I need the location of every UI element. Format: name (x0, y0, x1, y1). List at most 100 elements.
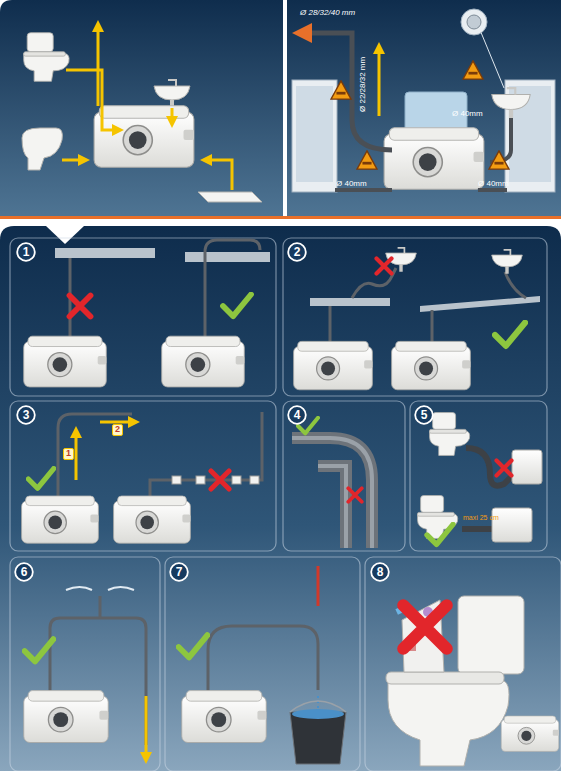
step-1-illustration (24, 240, 270, 387)
callout-number: 1 (63, 448, 74, 460)
step-2-illustration (505, 272, 526, 298)
top-right-panel (357, 151, 377, 169)
step-number-circle: 3 (16, 405, 36, 425)
step-3-illustration (150, 412, 262, 497)
step-2-illustration (310, 298, 390, 306)
step-number-circle: 8 (370, 562, 390, 582)
step-number: 6 (14, 562, 34, 582)
main-panel (46, 226, 84, 244)
step-5-illustration (430, 413, 470, 456)
step-7-illustration (290, 701, 346, 712)
top-right-panel (463, 61, 483, 79)
top-right-panel (296, 86, 333, 182)
top-right-panel (461, 9, 487, 35)
step-4-illustration (318, 466, 346, 548)
step-8-illustration (501, 716, 559, 751)
step-8-illustration (403, 605, 447, 649)
step-5-illustration (497, 461, 512, 476)
dimension-label: Ø 40mm (452, 110, 483, 119)
step-7-illustration (182, 691, 266, 743)
step-4-illustration (292, 438, 372, 548)
top-right-panel (467, 15, 481, 29)
step-3-illustration (250, 476, 259, 484)
step-3-illustration (114, 496, 191, 543)
top-left-panel (62, 159, 84, 162)
top-left-panel (24, 33, 69, 82)
step-5-illustration (418, 496, 458, 539)
main-panel (365, 557, 561, 771)
step-8-illustration (386, 672, 504, 684)
divider-line (0, 216, 561, 219)
step-number: 7 (169, 562, 189, 582)
step-1-illustration (55, 248, 155, 258)
step-8-illustration (388, 680, 509, 766)
step-5-illustration (462, 526, 492, 532)
top-left-panel (22, 128, 62, 170)
step-number: 8 (370, 562, 390, 582)
step-2-illustration (431, 310, 434, 342)
top-right-panel (335, 188, 392, 192)
step-number: 5 (414, 405, 434, 425)
step-7-illustration (292, 709, 344, 719)
step-7-illustration (317, 566, 320, 606)
step-4-illustration (348, 488, 362, 502)
step-3-illustration (75, 432, 78, 480)
step-4-illustration (292, 418, 372, 548)
top-right-panel (292, 80, 337, 192)
top-left-panel (171, 108, 174, 122)
top-left-panel (198, 192, 262, 202)
step-number: 4 (287, 405, 307, 425)
step-number: 1 (16, 242, 36, 262)
dimension-label: Ø 22/28/32 mm (359, 57, 368, 112)
top-right-panel (378, 48, 381, 116)
step-5-illustration (418, 413, 542, 545)
step-number: 3 (16, 405, 36, 425)
step-3-illustration (232, 476, 241, 484)
step-7-illustration (290, 712, 346, 764)
step-5-illustration (492, 508, 532, 542)
dimension-label: Ø 40mm (336, 180, 367, 189)
step-number-circle: 4 (287, 405, 307, 425)
main-panel (0, 226, 561, 771)
step-2-illustration (420, 296, 540, 312)
step-5-illustration (512, 450, 542, 484)
step-6-illustration (25, 639, 54, 661)
step-8-illustration (386, 596, 559, 766)
main-panel (10, 401, 276, 551)
step-6-illustration (66, 587, 134, 590)
step-2-illustration (392, 341, 471, 389)
step-4-illustration (292, 438, 372, 548)
dimension-label: Ø 40mm (478, 180, 509, 189)
step-number: 2 (287, 242, 307, 262)
step-2-illustration (329, 306, 332, 342)
step-1-illustration (70, 296, 91, 317)
step-number-circle: 6 (14, 562, 34, 582)
top-left-panel (154, 80, 190, 108)
step-4-illustration (318, 466, 346, 548)
step-8-illustration (458, 596, 524, 674)
step-5-illustration (427, 524, 453, 544)
step-6-illustration (99, 596, 102, 618)
step-1-illustration (162, 336, 245, 387)
step-2-illustration (294, 248, 540, 390)
top-right-panel (384, 128, 484, 189)
step-3-illustration (196, 476, 205, 484)
step-2-illustration (492, 250, 523, 274)
step-1-illustration (24, 336, 107, 387)
step-3-illustration (22, 412, 262, 543)
top-left-panel (97, 26, 100, 106)
top-right-panel (287, 0, 561, 218)
main-panel (165, 557, 360, 771)
callout-number: 2 (112, 424, 123, 436)
step-number-circle: 1 (16, 242, 36, 262)
top-left-panel (0, 0, 283, 218)
step-6-illustration (24, 691, 108, 743)
step-3-illustration (58, 414, 132, 497)
top-right-panel (492, 88, 530, 118)
step-3-illustration (28, 469, 53, 489)
top-right-panel (478, 188, 507, 192)
step-5-illustration (466, 448, 518, 486)
step-1-illustration (185, 252, 270, 262)
step-1-illustration (223, 295, 251, 317)
